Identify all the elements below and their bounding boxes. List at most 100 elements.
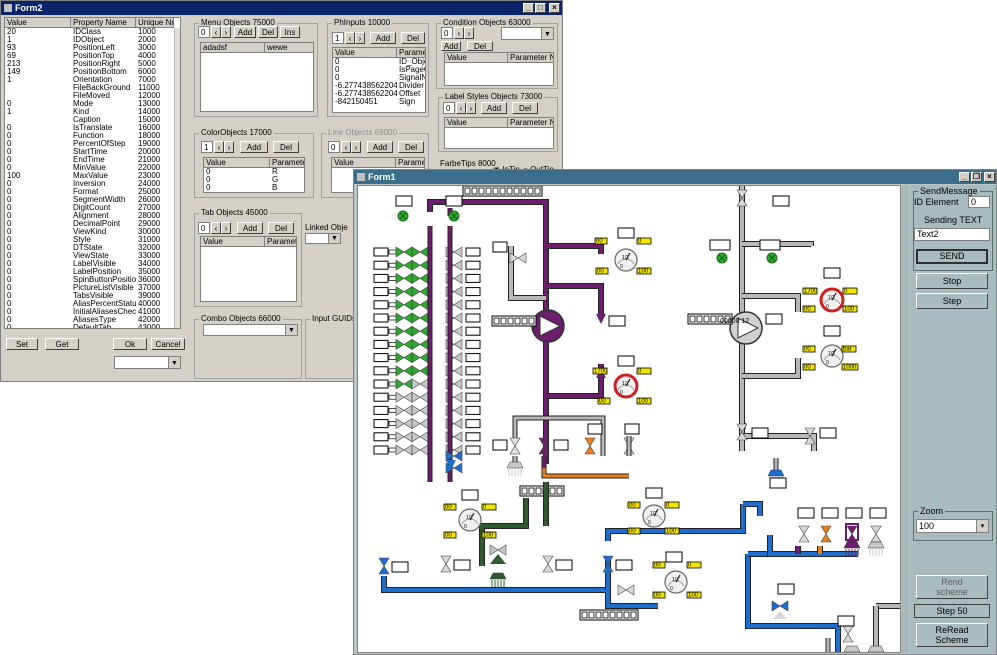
canvas-scrollbar[interactable] bbox=[901, 185, 909, 653]
column-header-property-name[interactable]: Property Name bbox=[71, 18, 136, 28]
reread-scheme-button[interactable]: ReRead Scheme bbox=[916, 623, 988, 647]
phinputs-spin-value[interactable]: 1 bbox=[332, 32, 344, 44]
label-styles-list[interactable]: Value Parameter Nam bbox=[444, 117, 554, 149]
phinputs-del-button[interactable]: Del bbox=[401, 32, 425, 44]
phinputs-row[interactable]: 0SignalNu bbox=[333, 74, 425, 82]
rend-scheme-button[interactable]: Rend scheme bbox=[916, 575, 988, 599]
column-header-unique-number[interactable]: Unique Numb bbox=[136, 18, 174, 28]
tab-add-button[interactable]: Add bbox=[237, 222, 263, 234]
bottom-combo[interactable]: ▼ bbox=[114, 356, 181, 369]
set-button[interactable]: Set bbox=[6, 338, 38, 350]
condition-spin-up[interactable]: › bbox=[464, 27, 474, 39]
line-spin-value[interactable]: 0 bbox=[328, 141, 340, 153]
menu-spin-value[interactable]: 0 bbox=[198, 26, 210, 38]
label-styles-del-button[interactable]: Del bbox=[512, 102, 538, 114]
cancel-button[interactable]: Cancel bbox=[151, 338, 185, 350]
send-button[interactable]: SEND bbox=[916, 249, 988, 264]
phinputs-spin-down[interactable]: ‹ bbox=[345, 32, 355, 44]
minimize-icon[interactable]: _ bbox=[523, 3, 534, 13]
phinputs-list[interactable]: Value Paramete 0ID_Object0IsPageO0Signal… bbox=[332, 47, 426, 113]
label-styles-spin-down[interactable]: ‹ bbox=[456, 102, 466, 114]
color-spin-up[interactable]: › bbox=[224, 141, 234, 153]
menu-objects-list[interactable]: adadsf wewe bbox=[200, 42, 314, 112]
label-styles-add-button[interactable]: Add bbox=[481, 102, 507, 114]
condition-del-button[interactable]: Del bbox=[467, 41, 493, 51]
zoom-combo[interactable]: 100▾ bbox=[916, 519, 989, 533]
tab-spin-value[interactable]: 0 bbox=[198, 222, 210, 234]
close-icon[interactable]: × bbox=[984, 172, 995, 182]
column-header-value[interactable]: Value bbox=[5, 18, 71, 28]
color-add-button[interactable]: Add bbox=[240, 141, 268, 153]
label-styles-spin-value[interactable]: 0 bbox=[443, 102, 455, 114]
id-element-input[interactable]: 0 bbox=[968, 196, 990, 208]
condition-spin-value[interactable]: 0 bbox=[441, 27, 453, 39]
restore-icon[interactable]: ❐ bbox=[971, 172, 982, 182]
form1-titlebar[interactable]: Form1 _ ❐ × bbox=[354, 170, 996, 184]
menu-ins-button[interactable]: Ins bbox=[280, 26, 300, 38]
linked-objects-combo[interactable]: ▼ bbox=[305, 233, 341, 244]
step-button[interactable]: Step bbox=[916, 293, 988, 309]
property-table-scrollbar[interactable] bbox=[174, 28, 180, 328]
ok-button[interactable]: Ok bbox=[113, 338, 147, 350]
minimize-icon[interactable]: _ bbox=[959, 172, 970, 182]
line-spin-up[interactable]: › bbox=[351, 141, 361, 153]
condition-combo[interactable]: ▼ bbox=[501, 27, 554, 40]
color-spin-value[interactable]: 1 bbox=[201, 141, 213, 153]
phinputs-row[interactable]: -6.27743856220419...Divider bbox=[333, 82, 425, 90]
tab-spin-up[interactable]: › bbox=[221, 222, 231, 234]
tab-objects-list[interactable]: Value Paramete bbox=[200, 236, 297, 302]
form2-titlebar[interactable]: Form2 _ □ × bbox=[1, 1, 562, 15]
line-spin-down[interactable]: ‹ bbox=[341, 141, 351, 153]
condition-objects-list[interactable]: Value Parameter Nam bbox=[444, 52, 554, 86]
menu-spin-up[interactable]: › bbox=[221, 26, 231, 38]
stop-button[interactable]: Stop bbox=[916, 273, 988, 289]
property-table[interactable]: Value Property Name Unique Numb 20IDClas… bbox=[4, 17, 181, 329]
condition-spin-down[interactable]: ‹ bbox=[454, 27, 464, 39]
line-add-button[interactable]: Add bbox=[367, 141, 393, 153]
menu-spin-down[interactable]: ‹ bbox=[211, 26, 221, 38]
phinputs-add-button[interactable]: Add bbox=[370, 32, 396, 44]
tab-del-button[interactable]: Del bbox=[268, 222, 294, 234]
tab-spin-down[interactable]: ‹ bbox=[211, 222, 221, 234]
label-styles-spin-up[interactable]: › bbox=[466, 102, 476, 114]
phinputs-row[interactable]: 0ID_Object bbox=[333, 58, 425, 66]
